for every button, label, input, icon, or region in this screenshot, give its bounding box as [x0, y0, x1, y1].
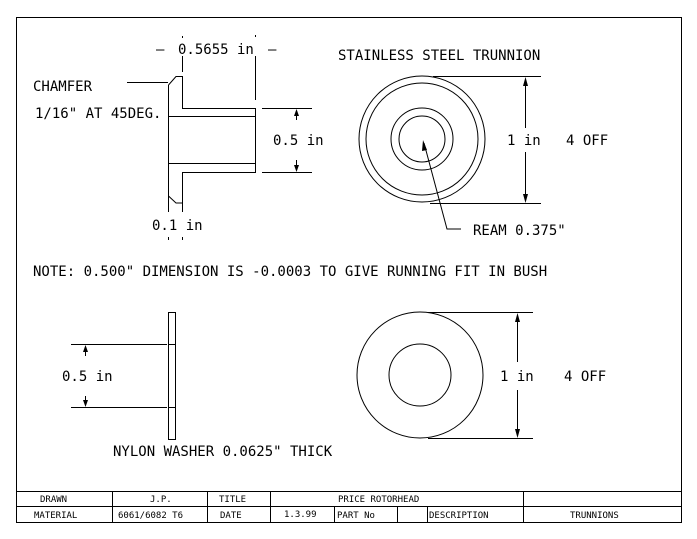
- washer-dim-arrows: [83, 345, 88, 407]
- washer-bore-lines: [168, 344, 176, 408]
- washer-outer-circle: [356, 311, 484, 439]
- date-value: 1.3.99: [284, 510, 317, 520]
- drawn-label: DRAWN: [40, 495, 67, 505]
- length-dash-left: –: [156, 42, 165, 58]
- washer-side-view: 0.5 in NYLON WASHER 0.0625" THICK: [62, 312, 333, 460]
- part-label: PART No: [337, 511, 375, 521]
- dimension-note: NOTE: 0.500" DIMENSION IS -0.0003 TO GIV…: [33, 264, 547, 280]
- diameter-arrows: [294, 109, 299, 172]
- ream-note: REAM 0.375": [473, 223, 566, 239]
- description-label: DESCRIPTION: [429, 511, 489, 521]
- flange-dimension: 0.1 in: [152, 218, 203, 234]
- title-value: PRICE ROTORHEAD: [338, 495, 419, 505]
- date-label: DATE: [220, 511, 242, 521]
- chamfer-label: CHAMFER: [33, 79, 93, 95]
- material-value: 6061/6082 T6: [118, 511, 183, 521]
- bore-lines: [168, 116, 256, 164]
- flange-extension-lines: [168, 200, 183, 240]
- material-label: MATERIAL: [34, 511, 77, 521]
- length-dash-right: –: [268, 42, 277, 58]
- end-diameter-dimension: 1 in: [507, 133, 541, 149]
- bore-circle: [398, 115, 446, 163]
- title-block: DRAWN J.P. TITLE PRICE ROTORHEAD MATERIA…: [16, 491, 682, 523]
- chamfer-spec: 1/16" AT 45DEG.: [35, 106, 161, 122]
- outer-circle: [358, 75, 486, 203]
- washer-diameter-dimension: 1 in: [500, 369, 534, 385]
- trunnion-quantity: 4 OFF: [566, 133, 608, 149]
- trunnion-title: STAINLESS STEEL TRUNNION: [338, 48, 540, 64]
- end-extension-lines: [430, 76, 541, 204]
- washer-inner-circle: [388, 343, 452, 407]
- trunnion-outline: [168, 76, 256, 204]
- washer-extension-lines: [71, 344, 167, 408]
- diameter-dimension: 0.5 in: [273, 133, 324, 149]
- trunnion-end-view: STAINLESS STEEL TRUNNION 1 in 4 OFF REAM…: [338, 48, 608, 239]
- washer-edge: [168, 312, 176, 440]
- ream-arrow: [422, 140, 427, 151]
- length-dimension: 0.5655 in: [178, 42, 254, 58]
- ream-leader: [423, 142, 461, 230]
- washer-label: NYLON WASHER 0.0625" THICK: [113, 444, 333, 460]
- description-value: TRUNNIONS: [570, 511, 619, 521]
- flange-circle: [365, 82, 479, 196]
- washer-end-extension-lines: [428, 312, 533, 439]
- length-ticks: [182, 35, 256, 38]
- washer-bore-dimension: 0.5 in: [62, 369, 113, 385]
- washer-quantity: 4 OFF: [564, 369, 606, 385]
- diameter-extension-lines: [262, 108, 312, 173]
- trunnion-side-view: – 0.5655 in – CHAMFER 1/16" AT 45DEG. 0.…: [33, 35, 324, 240]
- title-block-grid: [16, 491, 682, 523]
- length-extension-lines: [182, 56, 256, 100]
- title-label: TITLE: [219, 495, 246, 505]
- body-circle: [390, 107, 454, 171]
- drawn-value: J.P.: [150, 495, 172, 505]
- washer-end-view: 1 in 4 OFF: [356, 311, 606, 439]
